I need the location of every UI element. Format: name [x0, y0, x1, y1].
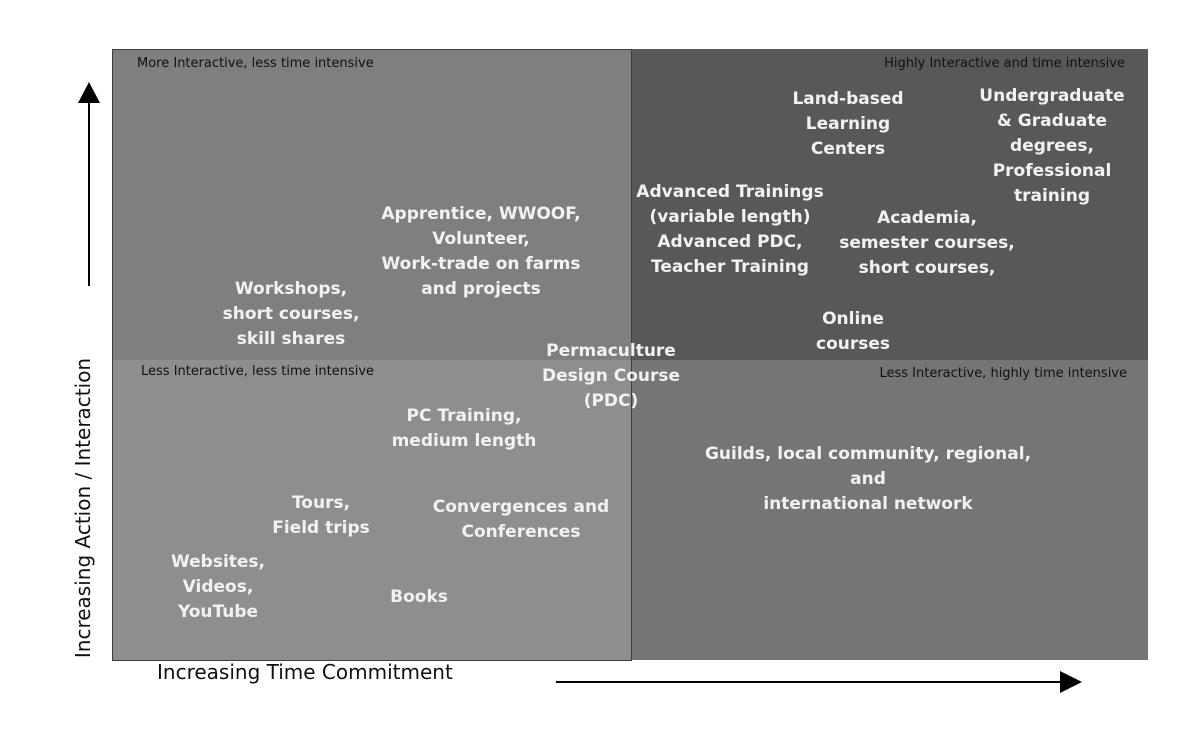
item-online-courses: Online courses: [815, 309, 891, 354]
quadrant-bottom-right: [631, 360, 1148, 660]
quadrant-label-bottom-left: Less Interactive, less time intensive: [141, 364, 375, 379]
item-workshops: Workshops, short courses, skill shares: [222, 279, 360, 349]
item-land-based-learning-centers: Land-based Learning Centers: [792, 89, 904, 159]
quadrant-bottom-left: [112, 360, 631, 660]
x-axis-label: Increasing Time Commitment: [157, 660, 453, 684]
item-apprentice-wwoof: Apprentice, WWOOF, Volunteer, Work-trade…: [381, 204, 581, 299]
quadrant-label-top-left: More Interactive, less time intensive: [137, 56, 374, 71]
quadrant-top-left: [112, 49, 631, 360]
item-pc-training: PC Training, medium length: [391, 406, 537, 451]
y-axis-arrowhead: [78, 82, 100, 103]
item-academia: Academia, semester courses, short course…: [839, 208, 1015, 278]
item-tours-field-trips: Tours, Field trips: [272, 493, 370, 538]
quadrant-label-bottom-right: Less Interactive, highly time intensive: [879, 366, 1127, 381]
item-permaculture-design-course: Permaculture Design Course (PDC): [541, 341, 681, 411]
item-books: Books: [390, 587, 448, 607]
item-convergences-conferences: Convergences and Conferences: [432, 497, 610, 542]
item-websites-videos: Websites, Videos, YouTube: [170, 552, 266, 622]
x-axis-arrowhead: [1060, 671, 1082, 693]
y-axis-label: Increasing Action / Interaction: [71, 357, 95, 659]
quadrant-top-right: [631, 49, 1148, 360]
quadrant-label-top-right: Highly Interactive and time intensive: [884, 56, 1125, 71]
item-advanced-trainings: Advanced Trainings (variable length) Adv…: [636, 182, 824, 277]
item-guilds-network: Guilds, local community, regional, and i…: [704, 444, 1032, 514]
item-degrees-professional-training: Undergraduate & Graduate degrees, Profes…: [979, 86, 1125, 206]
